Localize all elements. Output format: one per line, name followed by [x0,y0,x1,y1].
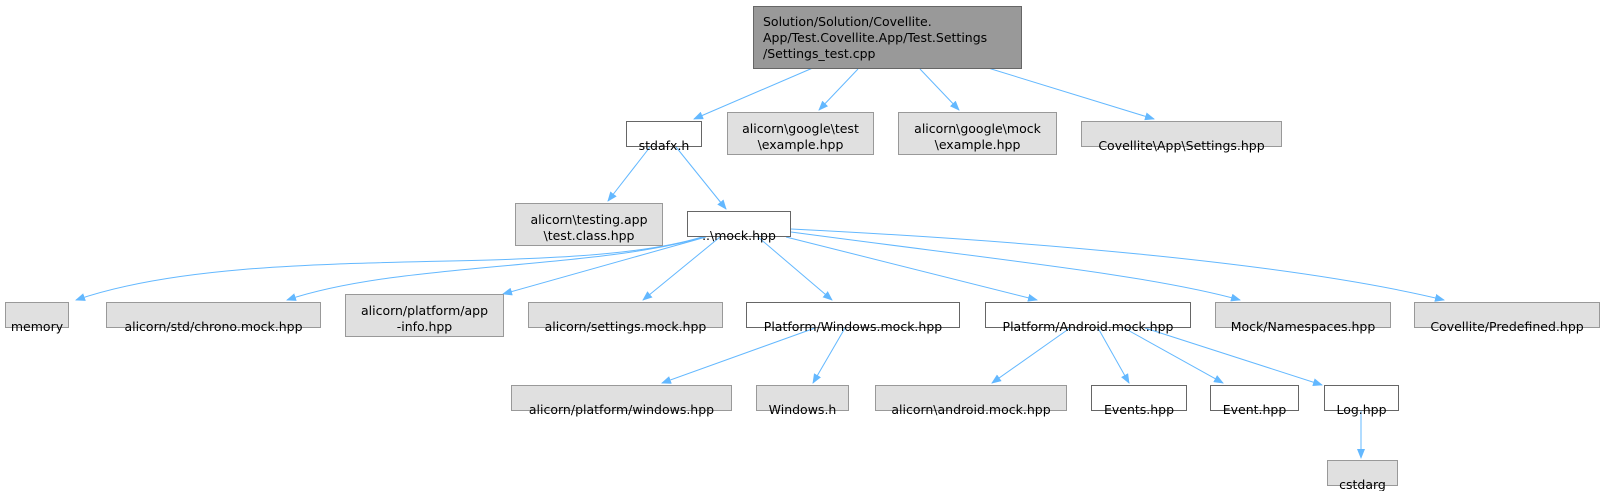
node-gtest[interactable]: alicorn\google\test \example.hpp [727,112,874,155]
node-windowsh-label: Windows.h [768,402,837,417]
edge-mock-namespaces [790,231,1241,302]
node-cstdarg[interactable]: cstdarg [1327,460,1398,491]
node-andmock-label: Platform/Android.mock.hpp [1002,319,1174,334]
node-winhpp[interactable]: alicorn/platform/windows.hpp [511,385,732,417]
edge-mock-chrono [286,236,705,301]
node-winmock-label: Platform/Windows.mock.hpp [763,319,943,334]
node-mock[interactable]: ..\mock.hpp [687,211,791,243]
edge-mock-winmock [757,236,833,301]
node-appinfo[interactable]: alicorn/platform/app -info.hpp [345,294,504,337]
node-log[interactable]: Log.hpp [1324,385,1399,417]
node-settingsmock[interactable]: alicorn/settings.mock.hpp [528,302,723,334]
edge-mock-appinfo [502,236,707,296]
node-event[interactable]: Event.hpp [1210,385,1299,417]
node-gmock[interactable]: alicorn\google\mock \example.hpp [898,112,1057,155]
node-memory[interactable]: memory [5,302,69,334]
node-settings[interactable]: Covellite\App\Settings.hpp [1081,121,1282,153]
node-log-label: Log.hpp [1336,402,1387,417]
edge-root-gmock [919,68,960,111]
edge-root-stdafx [693,63,823,120]
edge-stdafx-testclass [607,146,651,202]
node-cstdarg-label: cstdarg [1339,477,1386,491]
node-stdafx[interactable]: stdafx.h [626,121,702,153]
node-settingsmock-label: alicorn/settings.mock.hpp [544,319,707,334]
edge-andmock-log [1144,327,1323,387]
edge-andmock-events [1097,327,1130,384]
node-mock-label: ..\mock.hpp [702,228,776,243]
edge-root-settings [974,63,1155,121]
edge-mock-settingsmock [642,236,721,301]
node-alicornand-label: alicorn\android.mock.hpp [891,402,1051,417]
node-appinfo-label: alicorn/platform/app -info.hpp [360,302,489,334]
edge-mock-andmock [785,236,1038,302]
edge-andmock-event [1123,327,1224,384]
node-winmock[interactable]: Platform/Windows.mock.hpp [746,302,960,334]
node-stdafx-label: stdafx.h [638,138,690,153]
node-winhpp-label: alicorn/platform/windows.hpp [528,402,715,417]
node-andmock[interactable]: Platform/Android.mock.hpp [985,302,1191,334]
node-root-label: Solution/Solution/Covellite. App/Test.Co… [763,13,988,61]
node-event-label: Event.hpp [1222,402,1287,417]
node-settings-label: Covellite\App\Settings.hpp [1098,138,1265,153]
node-root[interactable]: Solution/Solution/Covellite. App/Test.Co… [753,6,1022,69]
edge-stdafx-mock [675,146,727,210]
node-predefined-label: Covellite/Predefined.hpp [1430,319,1584,334]
edge-mock-predefined [790,228,1445,302]
node-namespaces-label: Mock/Namespaces.hpp [1230,319,1376,334]
node-chrono-label: alicorn/std/chrono.mock.hpp [124,319,303,334]
edge-root-gtest [818,68,859,111]
node-alicornand[interactable]: alicorn\android.mock.hpp [875,385,1067,417]
node-predefined[interactable]: Covellite/Predefined.hpp [1414,302,1600,334]
edge-winmock-winhpp [661,327,816,384]
edge-winmock-windowsh [812,327,846,384]
node-memory-label: memory [10,319,64,334]
node-gmock-label: alicorn\google\mock \example.hpp [914,120,1041,152]
node-windowsh[interactable]: Windows.h [756,385,849,417]
node-gtest-label: alicorn\google\test \example.hpp [742,120,859,152]
node-chrono[interactable]: alicorn/std/chrono.mock.hpp [106,302,321,334]
node-testclass[interactable]: alicorn\testing.app \test.class.hpp [515,203,663,246]
node-events[interactable]: Events.hpp [1091,385,1187,417]
node-testclass-label: alicorn\testing.app \test.class.hpp [530,211,648,243]
edge-mock-memory [75,236,703,301]
node-namespaces[interactable]: Mock/Namespaces.hpp [1215,302,1391,334]
edge-andmock-alicornand [991,327,1071,384]
node-events-label: Events.hpp [1103,402,1175,417]
